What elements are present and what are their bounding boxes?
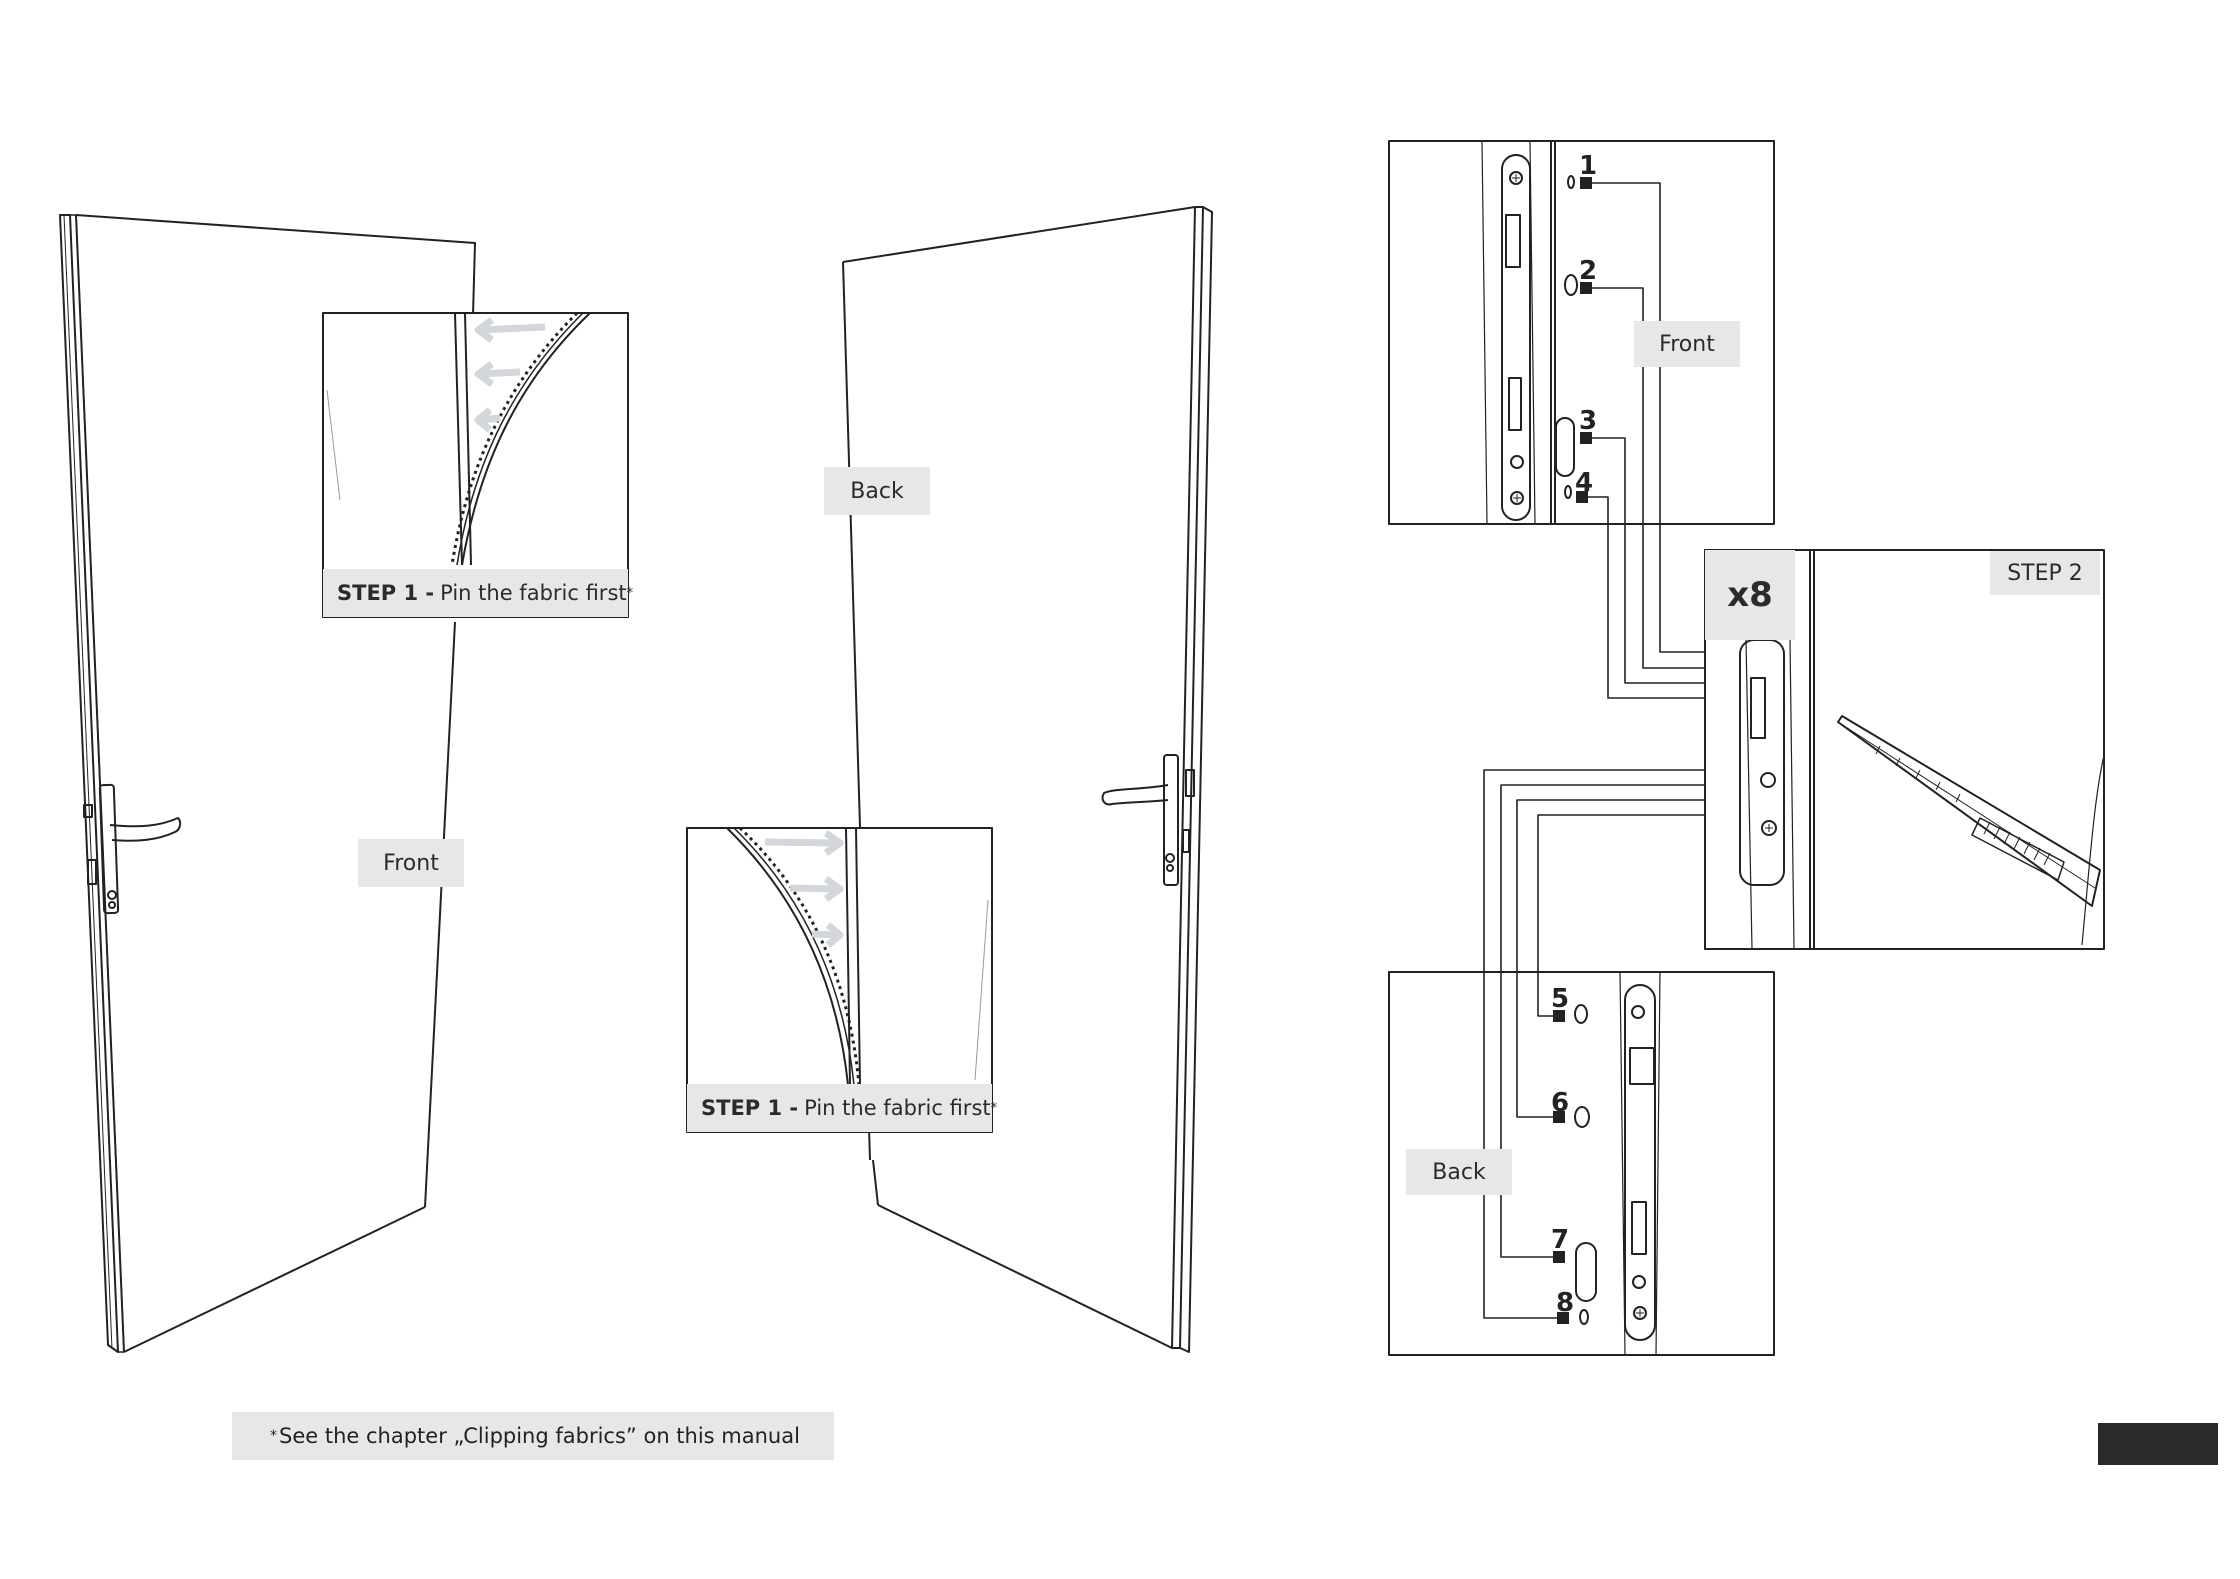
arrow-right-icon (764, 830, 844, 948)
step-number: STEP 1 - (701, 1096, 799, 1120)
right-door-label: Back (824, 467, 930, 515)
hole-number-4: 4 (1575, 468, 1594, 498)
detail-back-label: Back (1406, 1149, 1512, 1195)
footnote: * See the chapter „Clipping fabrics” on … (232, 1412, 834, 1460)
door-handle-icon (83, 783, 182, 915)
step-number: STEP 1 - (337, 581, 435, 605)
step1-inset-a-caption: STEP 1 - Pin the fabric first * (323, 569, 633, 617)
multiplier-badge: x8 (1705, 550, 1795, 640)
leader-markers (1553, 177, 1592, 1324)
left-door-icon (59, 214, 476, 1353)
detail-front-label: Front (1634, 321, 1740, 367)
step1-inset-b-frame (686, 826, 993, 1133)
hole-number-2: 2 (1579, 256, 1598, 286)
hole-number-5: 5 (1551, 984, 1570, 1014)
page-marker (2098, 1423, 2218, 1465)
hole-number-1: 1 (1579, 151, 1598, 181)
step1-inset-a-frame (322, 311, 629, 618)
caption-text: Pin the fabric first (804, 1096, 991, 1120)
right-door-icon (842, 206, 1213, 1353)
lock-plate-icon (1574, 984, 1656, 1341)
arrow-left-icon (474, 317, 546, 433)
leader-lines (1483, 182, 1705, 1319)
footnote-mark: * (990, 1100, 998, 1116)
hole-number-6: 6 (1551, 1088, 1570, 1118)
lock-plate-icon (1501, 154, 1578, 521)
step2-frame (1704, 549, 2105, 950)
step1-inset-b-caption: STEP 1 - Pin the fabric first * (687, 1084, 997, 1132)
hole-number-7: 7 (1551, 1225, 1570, 1255)
footnote-text: See the chapter „Clipping fabrics” on th… (279, 1424, 800, 1448)
left-door-label: Front (358, 839, 464, 887)
step2-label: STEP 2 (1990, 551, 2100, 595)
hole-number-8: 8 (1556, 1288, 1575, 1318)
utility-knife-icon (1837, 715, 2101, 907)
caption-text: Pin the fabric first (440, 581, 627, 605)
door-handle-icon (1101, 754, 1195, 886)
footnote-mark: * (626, 585, 634, 601)
footnote-mark: * (270, 1428, 277, 1444)
hole-number-3: 3 (1579, 406, 1598, 436)
